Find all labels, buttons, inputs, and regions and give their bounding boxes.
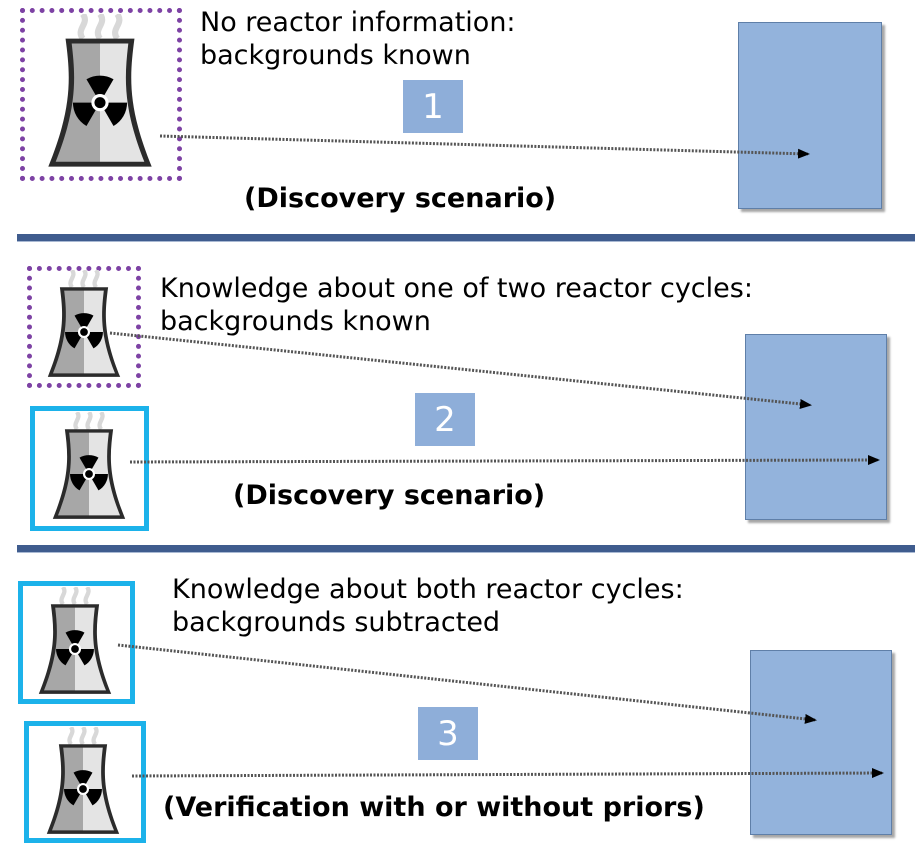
caption-line: backgrounds subtracted <box>172 607 501 638</box>
flux-arrow <box>131 768 884 779</box>
caption-line: No reactor information: <box>200 7 516 38</box>
panel-number-badge: 2 <box>415 393 475 446</box>
detector-box <box>745 334 887 520</box>
caption-line: backgrounds known <box>200 40 471 71</box>
flux-arrow <box>159 134 810 159</box>
scenario-label: (Verification with or without priors) <box>163 792 705 823</box>
caption-line: backgrounds known <box>160 306 431 337</box>
flux-arrow <box>109 331 812 409</box>
flux-arrow <box>117 643 817 724</box>
panel-divider <box>17 545 915 553</box>
panel-1-caption: No reactor information: backgrounds know… <box>200 6 516 72</box>
scenario-label: (Discovery scenario) <box>244 183 557 214</box>
reactor-frame-unknown <box>27 266 141 388</box>
reactor-frame-known <box>30 406 149 531</box>
caption-line: Knowledge about one of two reactor cycle… <box>160 273 753 304</box>
panel-number-badge: 3 <box>418 707 478 760</box>
panel-2-caption: Knowledge about one of two reactor cycle… <box>160 272 753 338</box>
detector-box <box>738 22 882 209</box>
caption-line: Knowledge about both reactor cycles: <box>172 574 684 605</box>
flux-arrow <box>129 455 880 466</box>
reactor-frame-known <box>18 581 135 704</box>
panel-3-caption: Knowledge about both reactor cycles: bac… <box>172 573 684 639</box>
reactor-frame-known <box>24 721 146 843</box>
scenario-label: (Discovery scenario) <box>233 480 546 511</box>
panel-divider <box>17 234 915 242</box>
panel-number-badge: 1 <box>403 80 463 133</box>
reactor-frame-unknown <box>20 8 182 181</box>
detector-box <box>750 650 892 835</box>
